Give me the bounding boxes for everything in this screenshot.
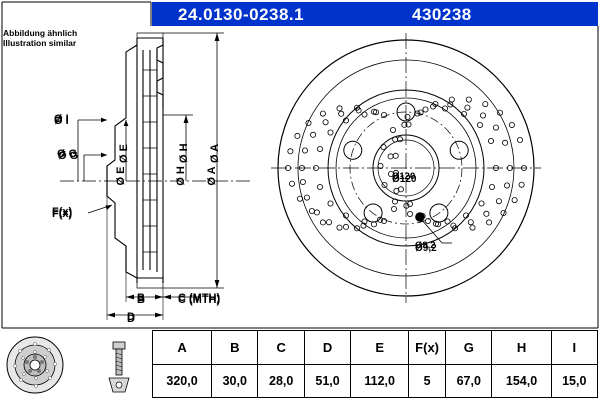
label-dia-g: Ø G (58, 150, 78, 162)
table-value-c: 28,0 (257, 363, 305, 398)
table-value-fx: 5 (408, 363, 447, 398)
label-hole-dia-text: Ø9,2 (415, 240, 436, 251)
bottom-icons (6, 336, 130, 394)
table-value-g: 67,0 (445, 363, 493, 398)
label-c: C (MTH) (178, 294, 220, 306)
dimension-d (106, 196, 164, 320)
label-b: B (137, 294, 145, 306)
dimension-dia-e (123, 120, 129, 181)
label-hole-dia: Ø9,2 (415, 243, 437, 254)
illustration-notice-de: Abbildung ähnlich (3, 28, 78, 38)
title-bar: 24.0130-0238.1 430238 (152, 2, 598, 26)
brake-disc-icon (6, 336, 64, 394)
label-d-text: D (127, 311, 135, 323)
label-bolt-circle-text: Ø120 (392, 171, 416, 182)
table-header-fx: F(x) (408, 330, 447, 365)
label-dia-h-text: Ø H (178, 143, 190, 163)
table-header-e: E (350, 330, 410, 365)
label-d: D (127, 313, 135, 325)
table-header-b: B (211, 330, 259, 365)
label-bolt-circle: Ø120 (392, 174, 417, 185)
table-header-g: G (445, 330, 493, 365)
label-dia-e-text: Ø E (118, 144, 130, 163)
label-fx: F(x) (52, 208, 73, 220)
dimension-b (125, 272, 164, 302)
label-c-text: C (MTH) (178, 292, 221, 304)
table-blank-value (2, 364, 153, 398)
technical-drawing: Ø I Ø G Ø E Ø H Ø A F(x) B C (MTH) D Ø12… (1, 1, 599, 329)
table-header-d: D (303, 330, 352, 365)
table-header-row: A B C D E F(x) G H I (2, 330, 599, 365)
illustration-notice-en: Illustration similar (3, 38, 77, 48)
section-view (106, 32, 164, 289)
label-dia-i-text: Ø I (54, 113, 69, 125)
table-value-row: 320,0 30,0 28,0 51,0 112,0 5 67,0 154,0 … (2, 363, 599, 398)
table-value-e: 112,0 (350, 363, 410, 398)
spec-table: A B C D E F(x) G H I 320,0 30,0 28,0 51,… (2, 330, 599, 398)
table-header-h: H (491, 330, 552, 365)
dimension-fx (87, 204, 113, 214)
measured-hole (415, 212, 425, 222)
table-value-b: 30,0 (211, 363, 259, 398)
table-value-i: 15,0 (550, 363, 599, 398)
part-number: 24.0130-0238.1 (178, 5, 305, 24)
article-number: 430238 (412, 5, 472, 24)
table-header-a: A (151, 330, 213, 365)
bolt-icon (108, 341, 130, 393)
table-value-a: 320,0 (151, 363, 213, 398)
dimension-dia-h (163, 114, 193, 181)
table-value-d: 51,0 (303, 363, 352, 398)
label-dia-a-text: Ø A (209, 143, 221, 163)
label-fx-text: F(x) (52, 206, 73, 218)
illustration-notice: Abbildung ähnlich Illustration similar (3, 28, 77, 48)
dimension-dia-g (83, 152, 107, 181)
table-blank-header (2, 331, 153, 365)
face-view (271, 33, 541, 303)
label-dia-i: Ø I (54, 115, 69, 127)
label-dia-a: Ø A (206, 166, 218, 185)
dimension-dia-a (163, 32, 224, 289)
dimension-dia-i (77, 117, 107, 181)
label-dia-e: Ø E (115, 167, 127, 186)
table-header-i: I (550, 330, 599, 365)
label-b-text: B (137, 292, 145, 304)
table-value-h: 154,0 (491, 363, 552, 398)
label-dia-h: Ø H (175, 166, 187, 186)
label-dia-g-text: Ø G (57, 148, 78, 160)
table-header-c: C (257, 330, 305, 365)
dimension-c (163, 294, 200, 300)
